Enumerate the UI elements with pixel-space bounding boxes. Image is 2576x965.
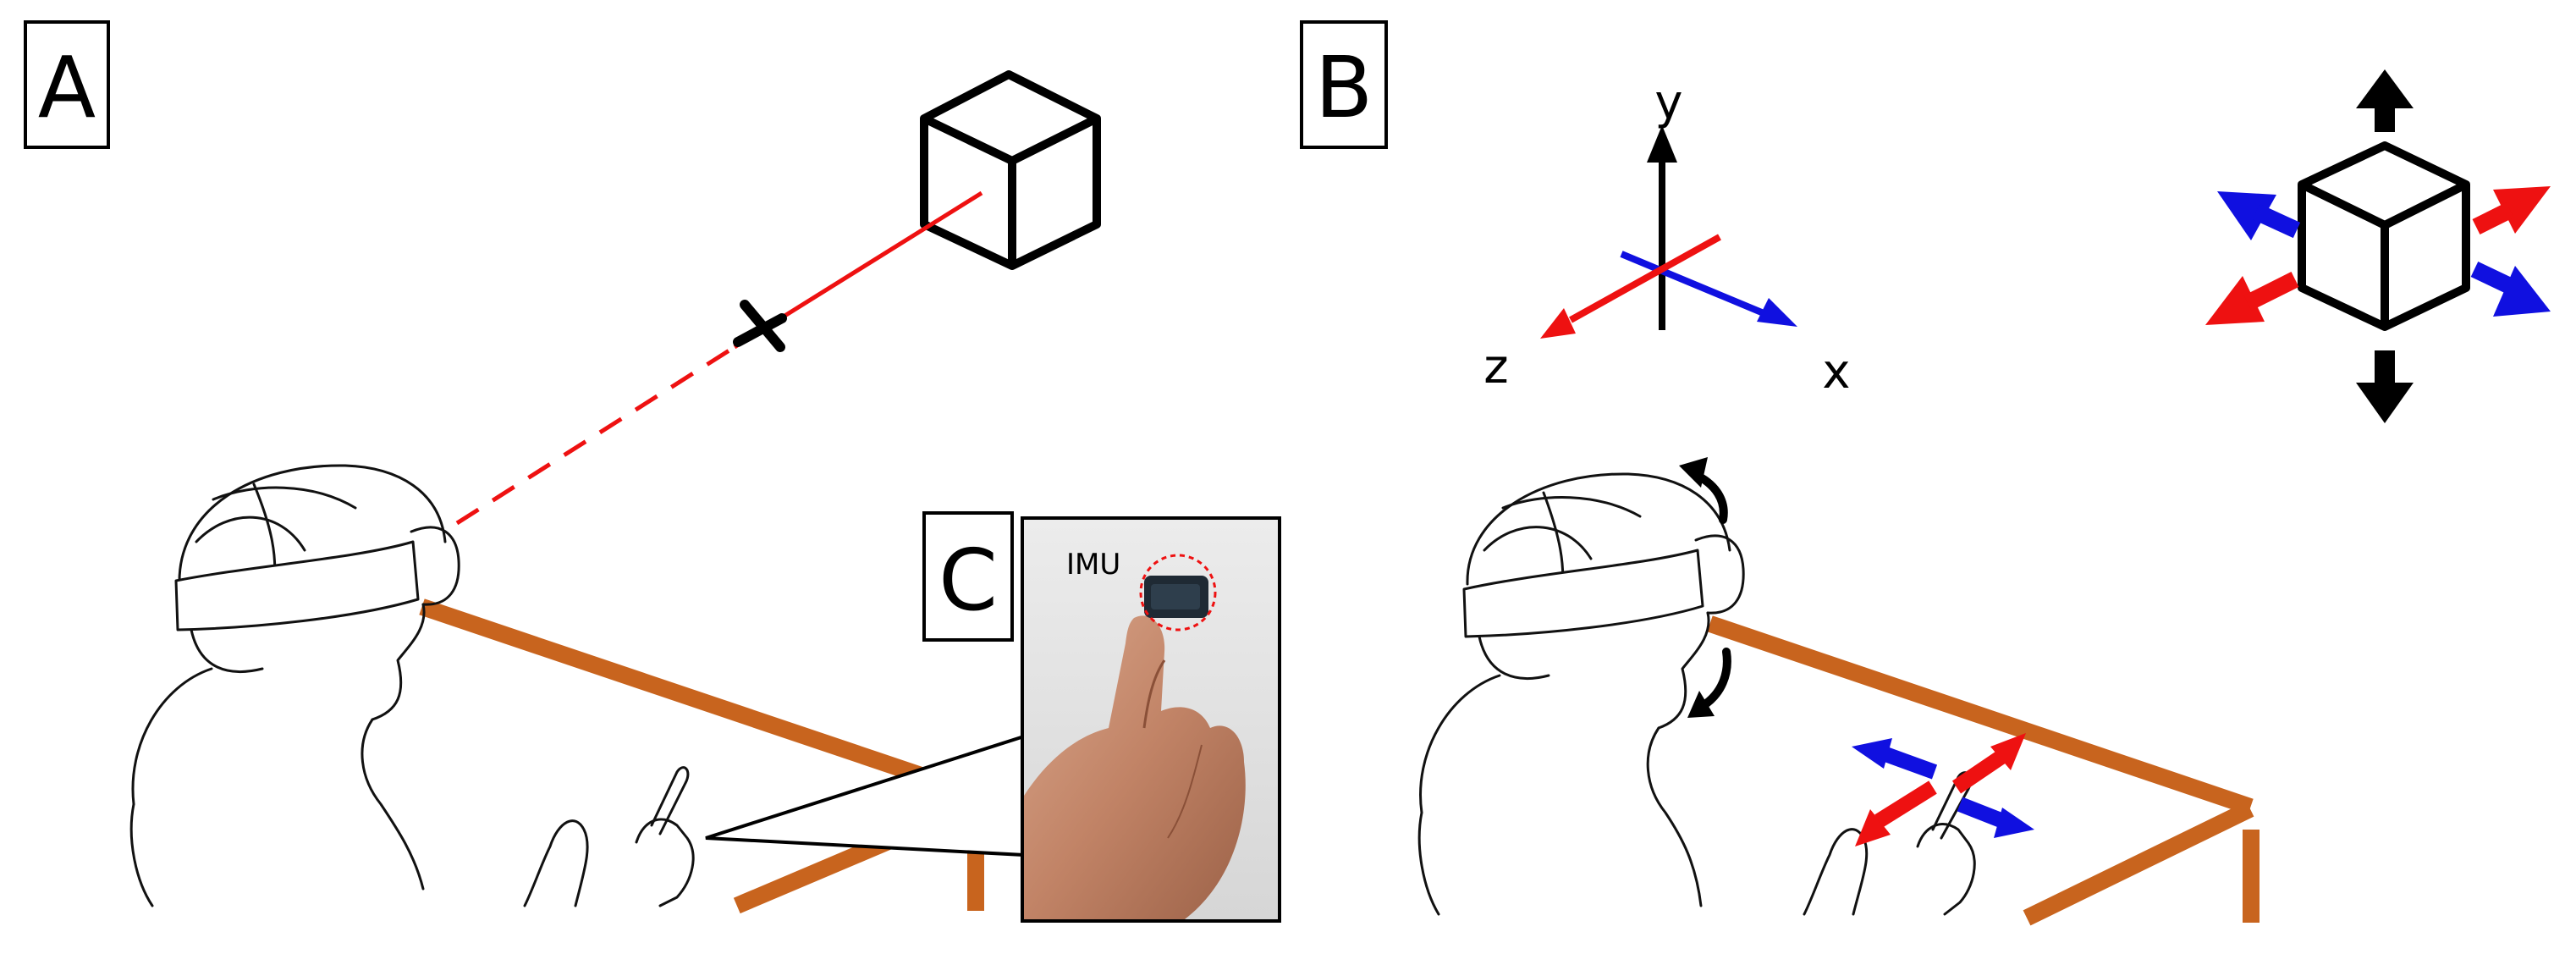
arrow-back-left-blue (2217, 191, 2301, 240)
ray-cursor-mark (733, 300, 787, 352)
finger-arrow-back-right-red (1951, 733, 2026, 794)
table-a (419, 598, 984, 914)
rotate-arrow-down (1698, 648, 1731, 710)
cube-with-arrows (2205, 69, 2551, 423)
pointing-ray (455, 190, 983, 526)
user-with-headset-b (1417, 472, 1976, 916)
head-rotation-arrows (1679, 457, 1731, 718)
panel-c-label-box (922, 511, 1014, 642)
panel-a: A (24, 20, 1281, 923)
arrow-front-right-blue (2470, 261, 2551, 317)
panel-a-label: A (38, 38, 96, 137)
cube-target-a (920, 70, 1101, 270)
arrow-back-right-red (2472, 186, 2551, 234)
z-axis (1569, 234, 1721, 323)
finger-arrow-back-left-blue (1852, 738, 1938, 780)
finger-arrow-front-right-blue (1957, 797, 2034, 838)
imu-highlight-circle (1139, 554, 1217, 631)
panel-c: IMU C (922, 511, 1281, 923)
table-b (1707, 615, 2260, 926)
x-arrowhead (1757, 298, 1797, 327)
z-arrowhead (1540, 308, 1576, 339)
arrow-down (2356, 350, 2414, 423)
arrow-front-left-red (2205, 272, 2299, 325)
panel-b-label-box (1300, 20, 1388, 149)
panel-c-label: C (938, 531, 998, 630)
arrow-up (2356, 69, 2414, 132)
axis-label-x: x (1822, 345, 1850, 400)
panel-a-label-box (24, 20, 110, 149)
axis-label-y: y (1654, 75, 1682, 130)
user-with-headset-a (129, 464, 695, 907)
y-arrowhead (1647, 125, 1677, 163)
imu-label: IMU (1066, 548, 1120, 582)
finger-motion-arrows (1852, 733, 2034, 846)
panel-b-label: B (1315, 38, 1373, 137)
hand-photo (1024, 615, 1246, 919)
axis-label-z: z (1483, 339, 1508, 394)
finger-arrow-front-left-red (1855, 780, 1937, 846)
axes-diagram: y z x (1483, 75, 1850, 400)
x-axis (1620, 251, 1765, 317)
cube-b (2298, 141, 2470, 331)
panel-b: B y z x (1300, 20, 2551, 926)
